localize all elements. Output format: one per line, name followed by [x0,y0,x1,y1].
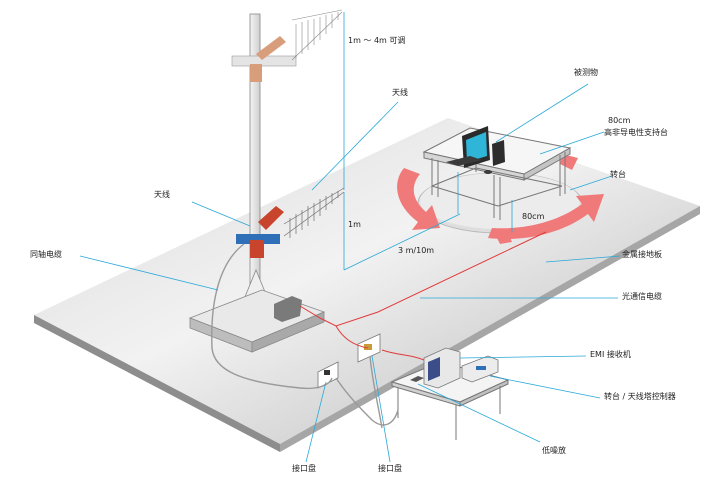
antenna-mast [188,13,326,353]
label-lna: 低噪放 [542,446,566,455]
label-height-range: 1m ～ 4m 可调 [348,36,406,45]
label-dim-1m: 1m [348,220,361,229]
label-emi-receiver: EMI 接收机 [590,350,631,359]
lna [410,376,424,382]
fiber-cable [299,231,547,361]
antenna-lower [236,187,345,258]
interface-box-right [357,333,381,363]
interface-box-left [317,361,339,389]
label-dim-80cm: 80cm [522,212,545,221]
label-table-height: 80cm [608,116,631,125]
leader-lines [79,83,621,463]
label-eut: 被测物 [574,68,598,77]
label-table-desc: 高非导电性支持台 [604,128,668,137]
antenna-upper [231,9,343,82]
label-antenna-low: 天线 [154,190,170,199]
eut-computer [446,126,505,174]
label-ground-plane: 金属接地板 [622,250,662,259]
coax-cable [211,243,399,429]
dimension-lines [343,12,513,271]
label-antenna-top: 天线 [392,88,408,97]
label-coax-cable: 同轴电缆 [30,250,62,259]
label-distance: 3 m/10m [398,246,435,255]
label-interface-box-right: 接口盘 [378,464,402,473]
ground-plane [34,118,700,452]
label-interface-box-left: 接口盘 [292,464,316,473]
emi-receiver [423,347,461,389]
label-controller: 转台 / 天线塔控制器 [604,392,676,401]
label-turntable: 转台 [610,170,626,179]
label-fiber-cable: 光通信电缆 [622,292,662,301]
controller [461,355,499,383]
